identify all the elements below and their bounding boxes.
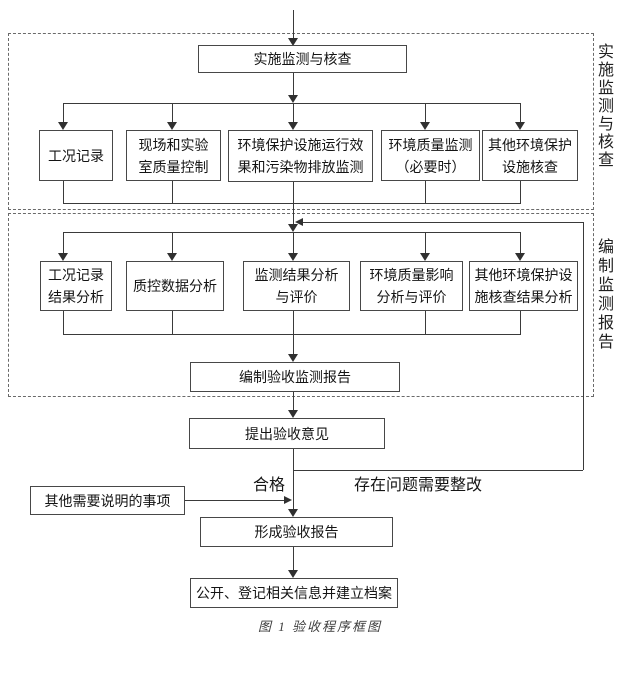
- section-compile-report: [8, 213, 594, 397]
- arrowhead-down: [288, 224, 298, 232]
- connector-line: [63, 233, 64, 253]
- box-facility-operation-emission-monitoring: 环境保护设施运行效果和污染物排放监测: [228, 130, 373, 182]
- connector-line: [520, 311, 521, 334]
- connector-line: [293, 392, 294, 410]
- arrowhead-down: [420, 253, 430, 261]
- figure-caption: 图 1 验收程序框图: [257, 619, 382, 634]
- box-other-matters-to-explain: 其他需要说明的事项: [30, 486, 185, 515]
- feedback-branch-line: [293, 470, 583, 471]
- arrowhead-right: [284, 496, 292, 504]
- box-other-facility-check-result-analysis: 其他环境保护设施核查结果分析: [469, 261, 578, 311]
- other-notes-connector: [185, 500, 284, 501]
- collect-line-1: [63, 203, 521, 204]
- arrowhead-down: [167, 122, 177, 130]
- box-other-facility-check: 其他环境保护设施核查: [482, 130, 578, 181]
- feedback-up-line: [583, 222, 584, 470]
- connector-line: [425, 181, 426, 203]
- arrowhead-down: [288, 38, 298, 46]
- label-pass: 合格: [252, 477, 285, 494]
- connector-line: [425, 311, 426, 334]
- connector-line: [520, 233, 521, 253]
- connector-line: [293, 449, 294, 509]
- box-environmental-quality-monitoring: 环境质量监测（必要时）: [381, 130, 480, 181]
- connector-entry: [293, 10, 294, 38]
- side-label-implement-monitoring: 实施监测与核查: [597, 44, 614, 169]
- box-compile-acceptance-monitoring-report: 编制验收监测报告: [190, 362, 400, 392]
- arrowhead-down: [288, 509, 298, 517]
- feedback-return-line: [303, 222, 583, 223]
- arrowhead-down: [288, 570, 298, 578]
- arrowhead-down: [420, 122, 430, 130]
- connector-line: [425, 104, 426, 122]
- box-publish-register-archive: 公开、登记相关信息并建立档案: [190, 578, 398, 608]
- box-qc-data-analysis: 质控数据分析: [126, 261, 224, 311]
- arrowhead-down: [288, 253, 298, 261]
- connector-line: [520, 104, 521, 122]
- connector-line: [63, 311, 64, 334]
- connector-line: [293, 311, 294, 354]
- arrowhead-down: [167, 253, 177, 261]
- connector-line: [425, 233, 426, 253]
- box-condition-record-result-analysis: 工况记录结果分析: [40, 261, 112, 311]
- arrowhead-down: [515, 253, 525, 261]
- arrowhead-left: [295, 218, 303, 226]
- arrowhead-down: [288, 354, 298, 362]
- arrowhead-down: [288, 122, 298, 130]
- arrowhead-down: [58, 122, 68, 130]
- connector-line: [172, 311, 173, 334]
- connector-line: [293, 104, 294, 122]
- connector-line: [63, 181, 64, 203]
- connector-line: [293, 73, 294, 95]
- arrowhead-down: [288, 95, 298, 103]
- connector-line: [293, 547, 294, 570]
- connector-line: [172, 104, 173, 122]
- box-site-lab-quality-control: 现场和实验室质量控制: [126, 130, 221, 181]
- section-implement-monitoring: [8, 33, 594, 210]
- connector-line: [172, 233, 173, 253]
- box-operating-condition-record: 工况记录: [39, 130, 113, 181]
- connector-line: [293, 233, 294, 253]
- connector-line: [520, 181, 521, 203]
- connector-line: [172, 181, 173, 203]
- collect-line-2: [63, 334, 521, 335]
- arrowhead-down: [58, 253, 68, 261]
- label-rectify-needed: 存在问题需要整改: [354, 477, 483, 494]
- box-implement-monitoring: 实施监测与核查: [198, 45, 407, 73]
- distribution-line-1: [63, 103, 521, 104]
- connector-line: [63, 104, 64, 122]
- connector-line: [293, 181, 294, 224]
- distribution-line-2: [63, 232, 521, 233]
- arrowhead-down: [288, 410, 298, 418]
- arrowhead-down: [515, 122, 525, 130]
- box-form-acceptance-report: 形成验收报告: [200, 517, 393, 547]
- box-propose-acceptance-opinion: 提出验收意见: [189, 418, 385, 449]
- box-env-quality-impact-analysis: 环境质量影响分析与评价: [360, 261, 463, 311]
- box-monitoring-result-analysis: 监测结果分析与评价: [243, 261, 350, 311]
- side-label-compile-report: 编制监测报告: [597, 239, 614, 351]
